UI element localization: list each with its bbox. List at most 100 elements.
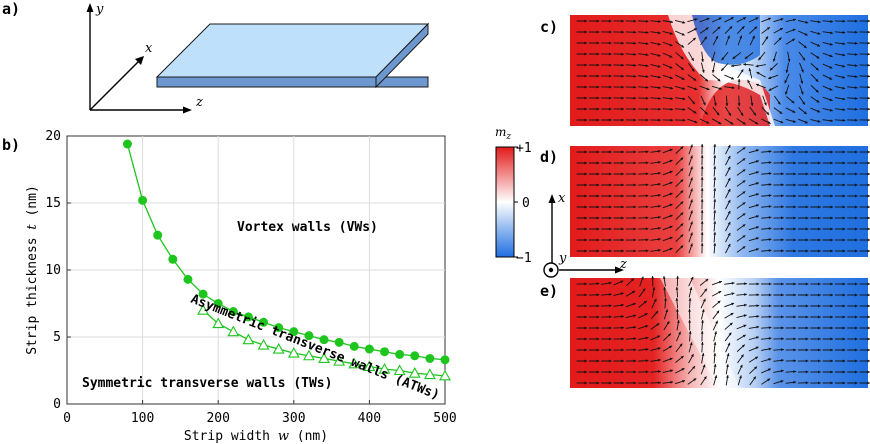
magnetization-arrowhead [801,69,804,73]
magnetization-arrowhead [682,20,686,24]
magnetization-arrowhead [621,161,624,165]
magnetization-arrowhead [830,183,833,187]
magnetization-arrowhead [690,177,693,181]
magnetization-arrowhead [744,56,748,59]
magnetization-arrowhead [756,315,760,318]
magnetization-arrowhead [727,232,731,236]
magnetization-arrowhead [657,171,661,175]
magnetization-arrowhead [645,216,649,220]
magnetization-arrowhead [753,112,756,116]
magnetization-arrowhead [701,59,705,62]
magnetization-arrowhead [743,314,747,318]
magnetization-arrowhead [756,83,759,87]
magnetization-arrowhead [652,287,656,291]
magnetization-arrowhead [800,80,804,84]
magnetization-arrowhead [669,192,673,196]
magnetization-arrowhead [818,381,821,385]
x-tick-label: 0 [63,411,71,426]
magnetization-arrowhead [700,243,704,246]
magnetization-arrowhead [755,226,759,229]
magnetization-arrowhead [596,337,600,341]
magnetization-arrowhead [633,370,637,374]
magnetization-arrowhead [621,74,624,78]
magnetization-arrowhead [818,227,821,231]
magnetization-arrowhead [867,183,870,187]
magnetization-arrowhead [791,38,795,42]
magnetization-arrowhead [655,310,659,314]
magnetization-arrowhead [830,315,833,319]
magnetization-arrowhead [818,326,821,330]
magnetization-arrowhead [867,205,870,209]
magnetization-arrowhead [805,238,809,242]
magnetization-arrowhead [700,155,704,158]
magnetization-arrowhead [781,348,784,352]
magnetization-arrowhead [621,85,624,89]
magnetization-arrowhead [621,205,624,209]
magnetization-arrowhead [633,30,637,34]
magnetization-arrowhead [781,282,784,286]
magnetization-arrowhead [727,199,731,203]
magnetization-arrowhead [645,370,649,374]
magnetization-arrowhead [792,28,796,32]
magnetization-arrowhead [596,74,600,78]
magnetization-arrowhead [755,160,759,163]
magnetization-arrowhead [621,52,624,56]
magnetization-arrowhead [742,334,746,338]
magnetization-arrowhead [608,107,612,111]
magnetization-arrowhead [793,370,797,374]
magnetization-arrowhead [700,188,704,191]
magnetization-arrowhead [829,54,833,58]
magnetization-arrowhead [867,172,870,176]
magnetization-arrowhead [620,280,624,284]
magnetization-arrowhead [768,282,772,286]
magnetization-arrowhead [726,375,729,378]
magnetization-arrowhead [793,216,797,220]
magnetization-arrowhead [621,381,624,385]
magnetization-arrowhead [704,111,708,115]
magnetization-arrowhead [817,32,821,35]
magnetization-arrowhead [596,359,600,363]
magnetization-arrowhead [608,118,612,122]
magnetization-arrowhead [755,248,759,251]
magnetization-arrowhead [658,107,661,111]
magnetization-arrowhead [818,216,821,220]
magnetization-arrowhead [621,238,624,242]
magnetization-arrowhead [700,232,704,235]
magnetization-arrowhead [842,97,846,101]
magnetization-arrowhead [633,216,637,220]
data-point-circle [364,344,374,354]
magnetization-arrowhead [750,103,754,106]
magnetization-arrowhead [815,67,819,71]
magnetization-arrowhead [737,103,741,106]
magnetization-arrowhead [727,210,731,214]
magnetization-arrowhead [842,227,846,231]
magnetization-arrowhead [755,121,759,125]
magnetization-arrowhead [721,67,724,71]
magnetization-arrowhead [596,216,600,220]
magnetization-arrowhead [842,86,846,90]
magnetization-arrowhead [680,157,684,161]
magnetization-arrowhead [596,63,600,67]
magnetization-arrowhead [596,107,600,111]
magnetization-arrowhead [717,78,721,82]
magnetization-arrowhead [657,75,661,79]
magnetization-arrowhead [713,243,717,246]
panel-label-c: c) [540,18,558,36]
magnetization-arrowhead [730,17,734,20]
magnetization-arrowhead [643,300,647,304]
magnetization-arrowhead [688,309,691,312]
magnetization-arrowhead [681,77,685,80]
magnetization-arrowhead [767,17,771,21]
magnetization-arrowhead [854,205,858,209]
magnetization-arrowhead [596,381,600,385]
magnetization-arrowhead [596,326,600,330]
magnetization-arrowhead [742,246,746,250]
magnetization-arrowhead [842,64,846,68]
magnetization-arrowhead [842,381,846,385]
magnetization-arrowhead [621,107,624,111]
magnetization-arrowhead [645,42,649,46]
magnetization-arrowhead [818,249,821,253]
magnetization-arrowhead [768,249,772,252]
magnetization-arrowhead [867,304,870,308]
magnetization-arrowhead [584,19,587,23]
